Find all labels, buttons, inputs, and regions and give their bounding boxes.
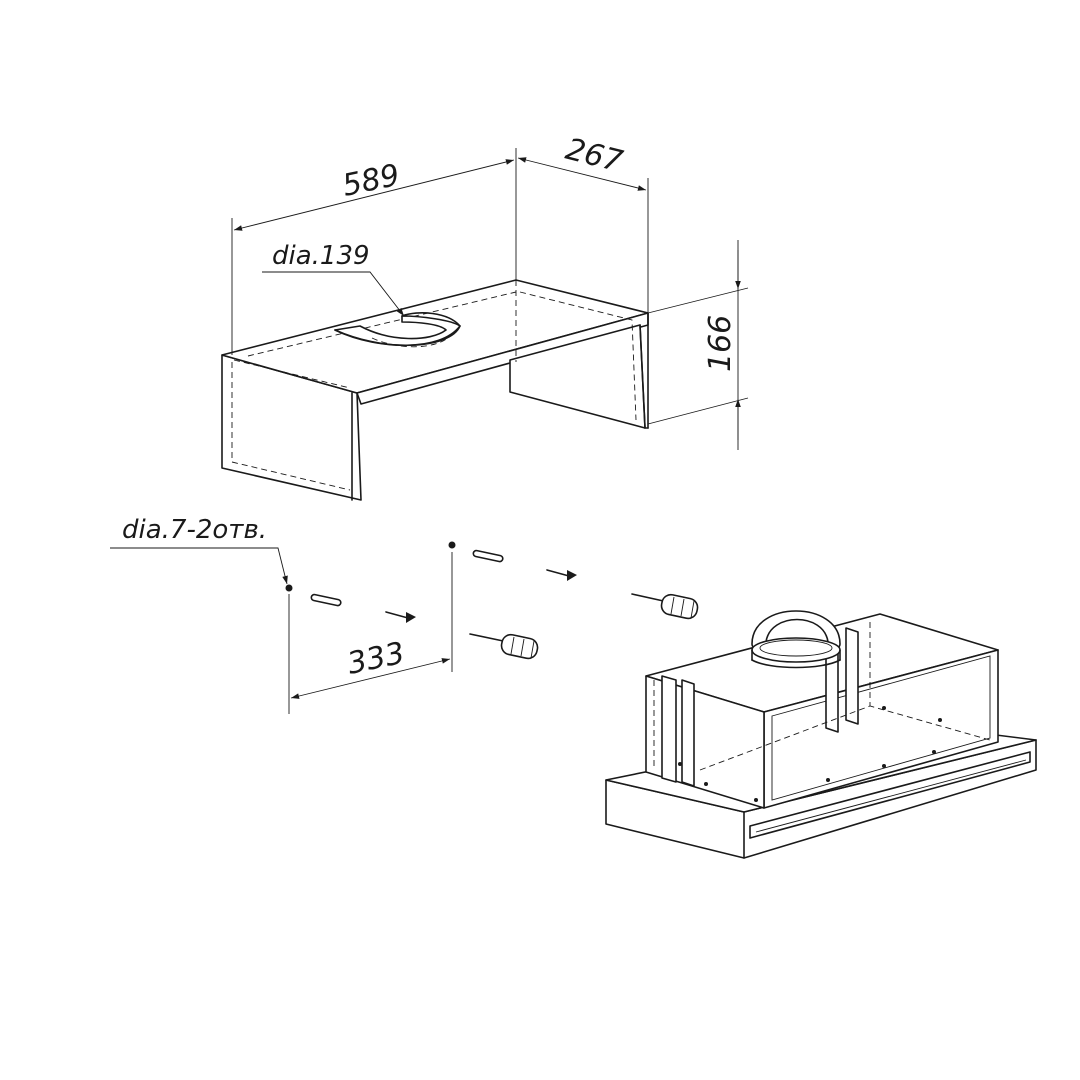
hood-side-rails [661, 627, 859, 787]
mounting-holes-label: dia.7-2отв. [122, 515, 267, 545]
cabinet-drawing [221, 279, 649, 501]
cabinet-dimensions: 589 267 166 dia.139 [231, 132, 749, 450]
screw-right [546, 569, 577, 581]
dim-width-line [233, 159, 515, 231]
dim-hole-spacing-label: 333 [344, 636, 407, 682]
hood-rivets [678, 706, 942, 802]
dim-height-label: 166 [703, 315, 738, 372]
duct-diameter-label: dia.139 [272, 241, 370, 271]
screw-left [385, 611, 416, 623]
dim-hole-spacing-line [290, 658, 451, 699]
mounting-hole-right [448, 541, 456, 549]
duct-collar-icon [751, 610, 841, 669]
dowel-right [472, 549, 504, 563]
dowel-left [310, 593, 342, 607]
range-hood-drawing [605, 610, 1037, 859]
hood-handle [749, 751, 1031, 839]
mounting-hardware: dia.7-2отв. 333 [110, 515, 699, 714]
dim-width-label: 589 [339, 158, 402, 204]
mounting-hole-left [285, 584, 293, 592]
screwdriver-upper-icon [631, 593, 699, 620]
dim-depth-label: 267 [562, 132, 626, 180]
dim-depth-line [517, 157, 647, 191]
screwdriver-lower-icon [469, 633, 539, 660]
